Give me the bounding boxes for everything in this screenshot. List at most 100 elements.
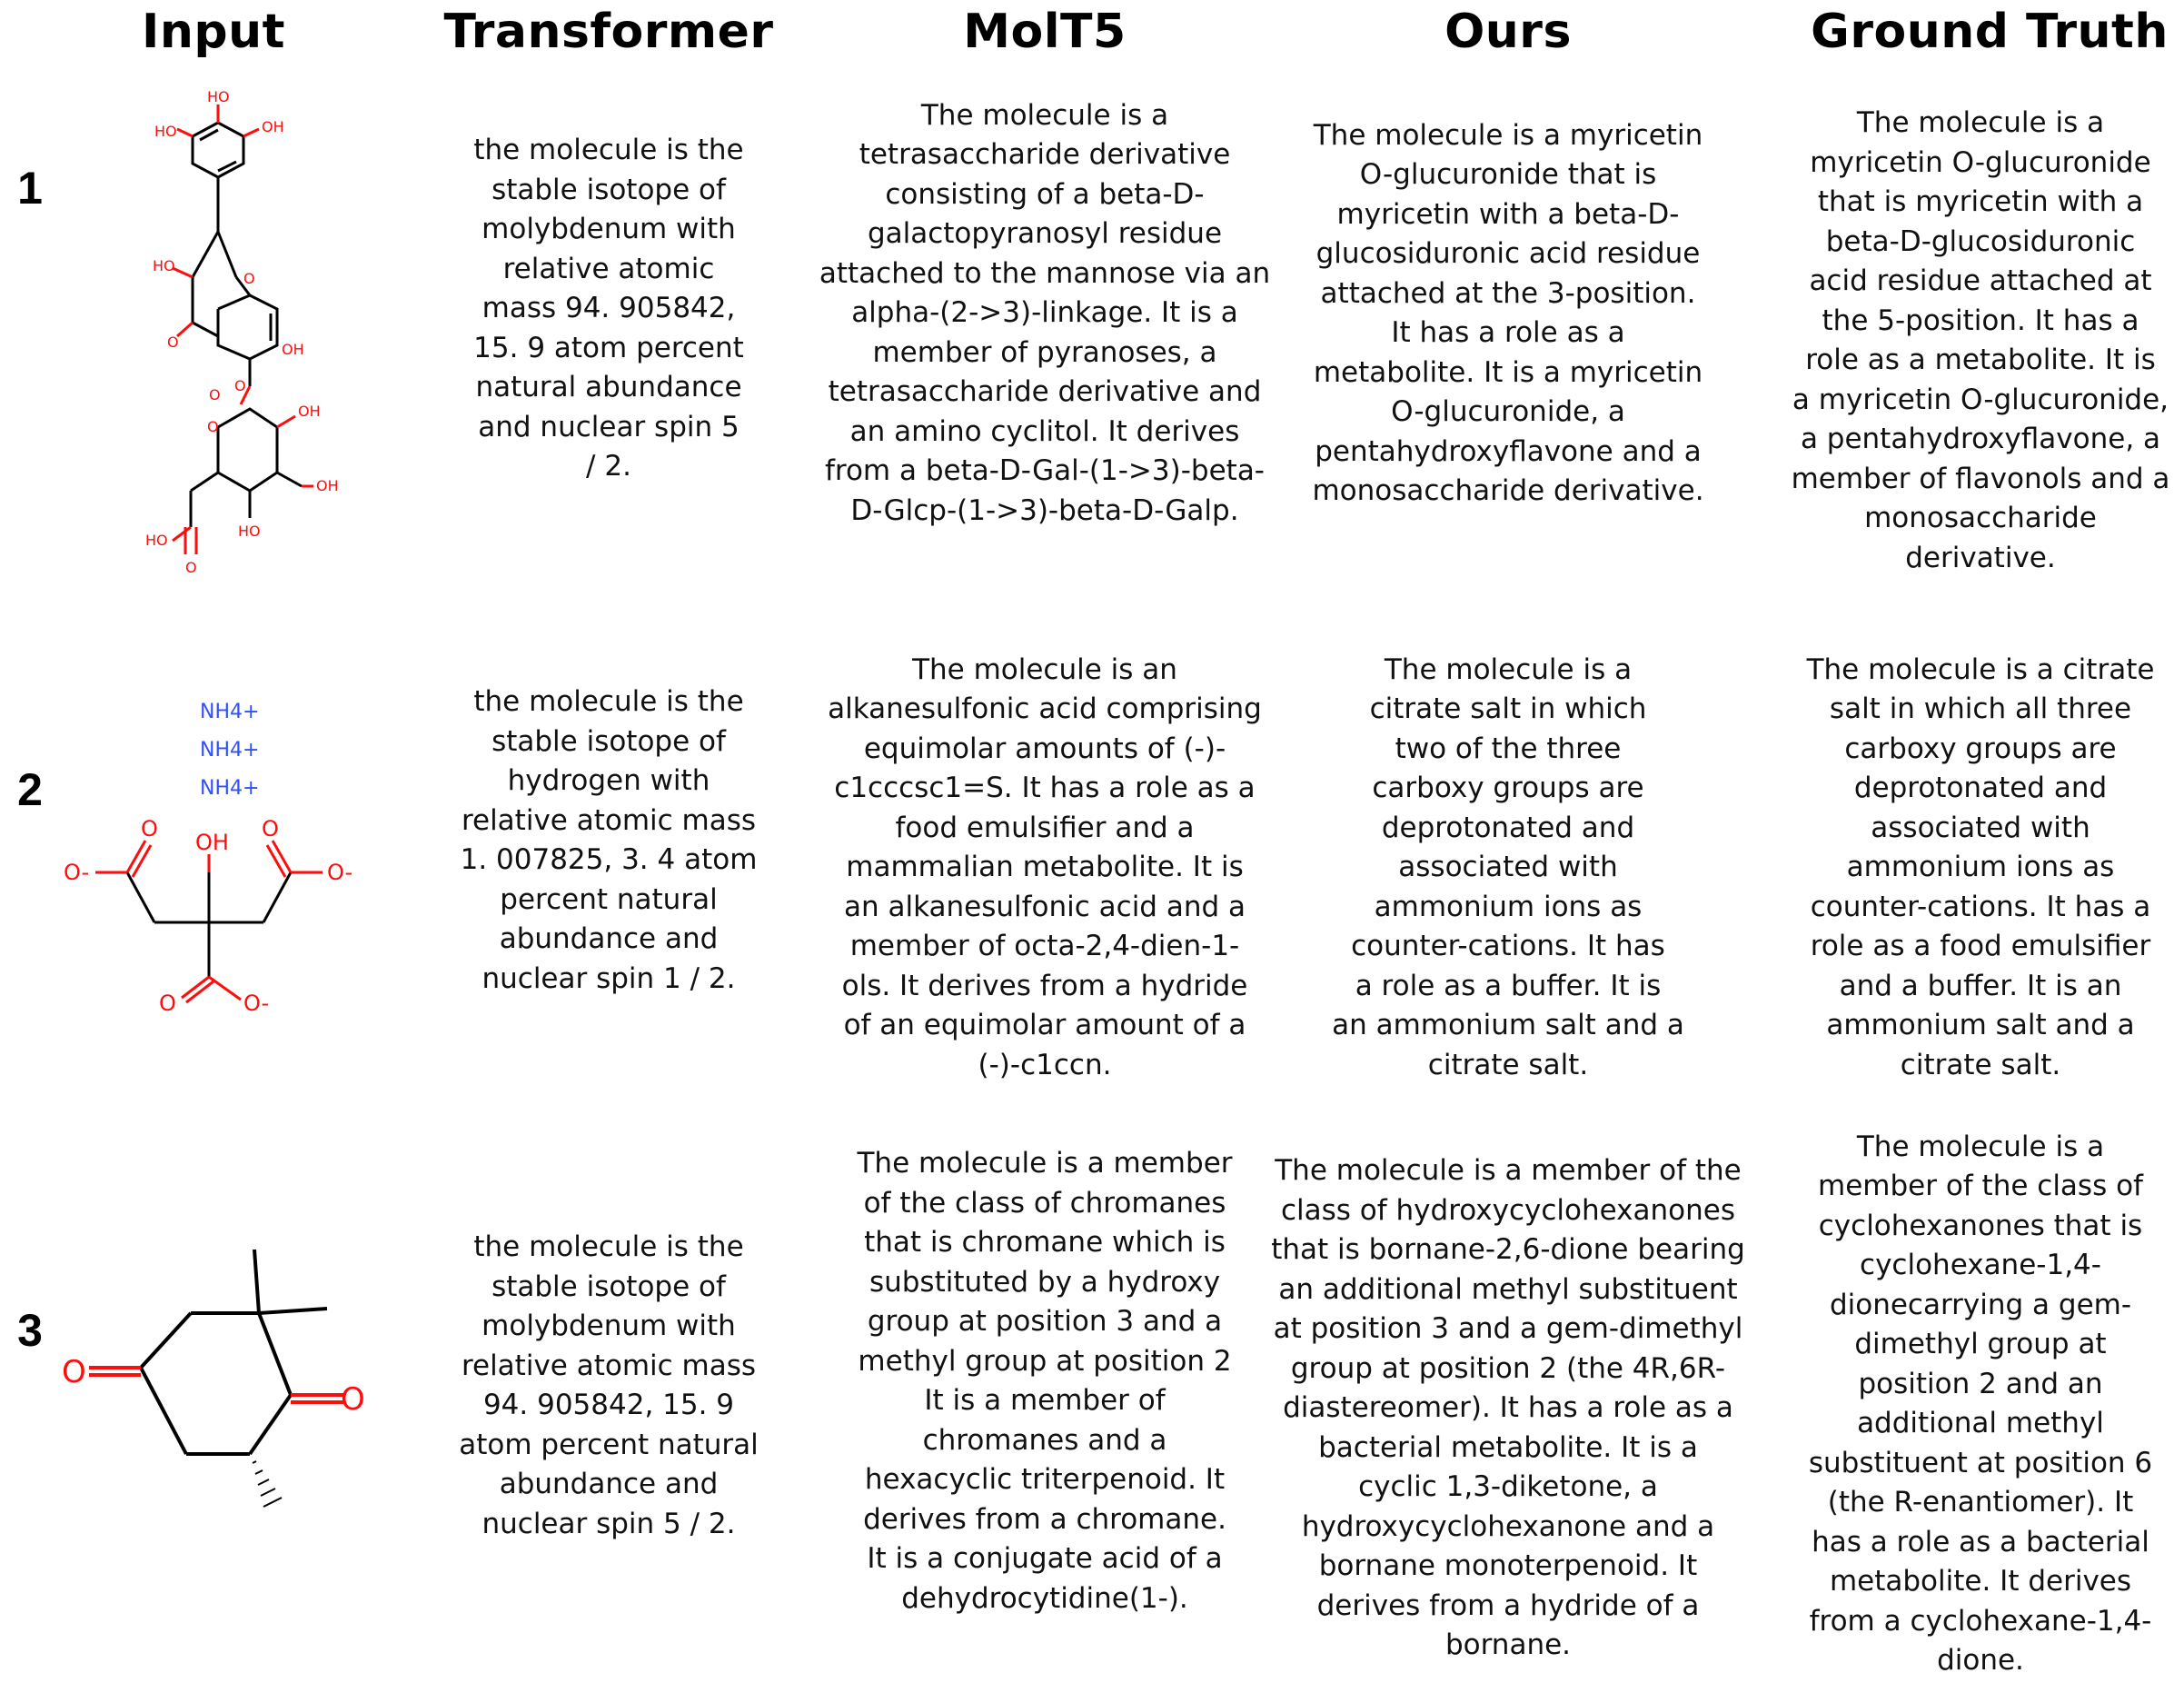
- text-line: and nuclear spin 5: [478, 410, 740, 443]
- atom-label: OH: [316, 477, 339, 494]
- atom-label: O: [62, 1354, 86, 1390]
- text-line: associated with: [1398, 851, 1618, 884]
- text-line: group at position 3 and a: [867, 1305, 1223, 1338]
- text-line: member of octa-2,4-dien-1-: [849, 930, 1240, 963]
- header-molt5: MolT5: [963, 5, 1127, 59]
- text-line: bacterial metabolite. It is a: [1318, 1430, 1698, 1464]
- atom-label: OH: [195, 830, 229, 855]
- atom-label: HO: [154, 123, 177, 140]
- atom-label: O: [159, 991, 176, 1016]
- text-line: dehydrocytidine(1-).: [901, 1581, 1188, 1615]
- text-line: metabolite. It is a myricetin: [1313, 355, 1703, 389]
- atom-label: HO: [153, 257, 175, 274]
- text-line: tetrasaccharide derivative: [859, 138, 1231, 172]
- text-line: from a cyclohexane-1,4-: [1809, 1604, 2152, 1638]
- text-line: / 2.: [586, 450, 631, 483]
- atom-label: O-: [327, 860, 352, 885]
- text-line: cyclic 1,3-diketone, a: [1358, 1470, 1658, 1504]
- cell-text-block: The molecule is a citrate salt in which a…: [1807, 651, 2155, 1086]
- text-line: an amino cyclitol. It derives: [849, 414, 1240, 448]
- atom-label: O: [341, 1381, 363, 1418]
- text-line: citrate salt.: [1900, 1048, 2061, 1081]
- text-line: at position 3 and a gem-dimethyl: [1273, 1312, 1743, 1346]
- text-line: monosaccharide derivative.: [1312, 474, 1704, 507]
- atom-label: NH4+: [200, 777, 259, 800]
- text-line: stable isotope of: [491, 173, 726, 206]
- text-line: myricetin with a beta-D-: [1336, 197, 1680, 231]
- text-line: D-Glcp-(1->3)-beta-D-Galp.: [850, 493, 1239, 527]
- text-line: 15. 9 atom percent: [473, 331, 744, 364]
- atom-label: O: [185, 559, 197, 576]
- text-line: the molecule is the: [473, 134, 744, 167]
- text-line: deprotonated and: [1381, 811, 1635, 844]
- text-line: natural abundance: [475, 371, 742, 404]
- text-line: abundance and: [499, 1468, 719, 1500]
- text-line: an ammonium salt and a: [1332, 1009, 1684, 1042]
- atom-label: NH4+: [200, 701, 259, 723]
- atom-label: OH: [282, 341, 304, 358]
- atom-label: O-: [64, 860, 89, 885]
- text-line: The molecule is a myricetin: [1313, 118, 1703, 152]
- text-line: class of hydroxycyclohexanones: [1280, 1193, 1735, 1227]
- text-line: the 5-position. It has a: [1822, 304, 2139, 337]
- text-line: has a role as a bacterial: [1812, 1525, 2149, 1559]
- text-line: role as a food emulsifier: [1810, 930, 2151, 963]
- text-line: diastereomer). It has a role as a: [1283, 1391, 1733, 1425]
- text-line: equimolar amounts of (-)-: [863, 732, 1226, 765]
- text-line: member of flavonols and a: [1791, 462, 2170, 495]
- text-line: molybdenum with: [481, 1310, 736, 1342]
- atom-label: O: [207, 418, 219, 435]
- atom-label: O: [243, 270, 255, 287]
- text-line: ols. It derives from a hydride: [841, 969, 1248, 1002]
- text-line: beta-D-glucosiduronic: [1825, 224, 2136, 258]
- text-line: It is a conjugate acid of a: [867, 1542, 1223, 1575]
- header-input: Input: [142, 5, 285, 59]
- text-line: The molecule is a: [1856, 106, 2105, 139]
- text-line: that is myricetin with a: [1817, 185, 2144, 218]
- atom-label: OH: [298, 403, 321, 420]
- text-line: dione.: [1937, 1644, 2024, 1677]
- text-line: of the class of chromanes: [863, 1186, 1226, 1220]
- text-line: citrate salt in which: [1369, 692, 1647, 726]
- text-line: relative atomic mass: [461, 1349, 757, 1382]
- atom-label: HO: [238, 523, 261, 540]
- text-line: relative atomic: [502, 252, 715, 285]
- text-line: The molecule is a: [1856, 1130, 2105, 1163]
- text-line: the molecule is the: [473, 1230, 744, 1263]
- text-line: myricetin O-glucuronide: [1810, 145, 2151, 179]
- text-line: glucosiduronic acid residue: [1315, 237, 1701, 270]
- text-line: a pentahydroxyflavone, a: [1800, 423, 2161, 455]
- text-line: derives from a chromane.: [863, 1502, 1226, 1536]
- text-line: salt in which all three: [1829, 692, 2132, 726]
- text-line: the molecule is the: [473, 685, 744, 718]
- text-line: percent natural: [500, 882, 718, 916]
- text-line: alpha-(2->3)-linkage. It is a: [851, 296, 1238, 330]
- row-number-3: 3: [17, 1305, 43, 1356]
- text-line: position 2 and an: [1858, 1367, 2103, 1400]
- text-line: bornane.: [1444, 1628, 1572, 1662]
- text-line: citrate salt.: [1427, 1048, 1589, 1081]
- text-line: cyclohexane-1,4-: [1860, 1249, 2101, 1281]
- text-line: derives from a hydride of a: [1316, 1588, 1700, 1622]
- text-line: alkanesulfonic acid comprising: [828, 692, 1262, 726]
- text-line: food emulsifier and a: [895, 811, 1195, 844]
- text-line: a role as a buffer. It is: [1355, 969, 1662, 1002]
- text-line: hydroxycyclohexanone and a: [1301, 1509, 1715, 1543]
- text-line: deprotonated and: [1853, 772, 2108, 805]
- text-line: The molecule is a citrate: [1806, 652, 2155, 686]
- text-line: and a buffer. It is an: [1839, 969, 2122, 1002]
- row-number-1: 1: [17, 163, 43, 214]
